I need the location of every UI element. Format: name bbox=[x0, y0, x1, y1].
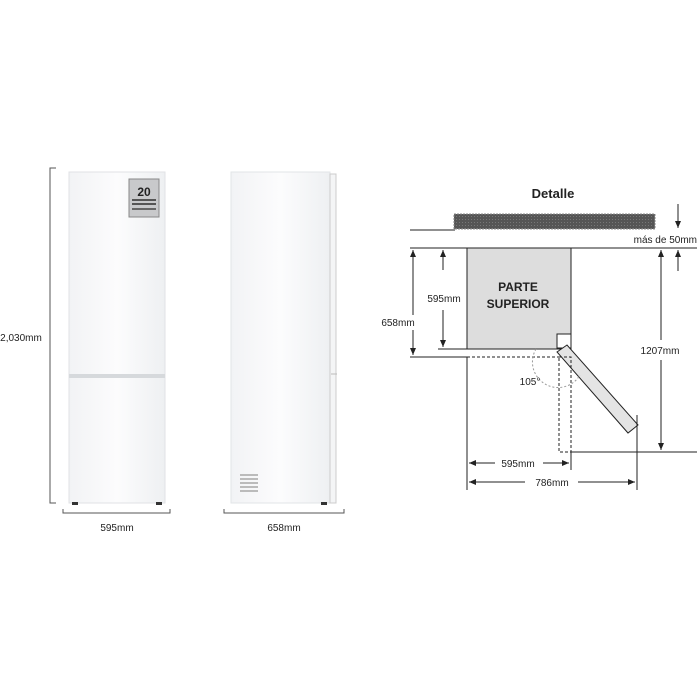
vent-grille-icon bbox=[240, 474, 258, 492]
wall-hatch bbox=[453, 213, 656, 230]
height-label: 2,030mm bbox=[0, 333, 42, 344]
closed-door-outline bbox=[558, 356, 572, 453]
energy-badge bbox=[128, 178, 160, 218]
open-door bbox=[556, 344, 639, 434]
door-divider bbox=[69, 374, 165, 378]
width-label: 595mm bbox=[501, 459, 534, 470]
clearance-label: más de 50mm bbox=[634, 235, 697, 246]
fridge-top-box bbox=[466, 247, 572, 350]
front-view: 2,030mm 20 595mm bbox=[0, 167, 171, 534]
fridge-front bbox=[68, 171, 166, 504]
angle-label: 105° bbox=[520, 377, 541, 388]
body-depth-label: 595mm bbox=[427, 294, 460, 305]
side-view: 658mm bbox=[223, 171, 345, 534]
open-width-label: 786mm bbox=[535, 478, 568, 489]
detail-title: Detalle bbox=[532, 186, 575, 201]
door-edge bbox=[329, 173, 337, 504]
detail-plan: Detalle más de 50mm PARTE SUPERIOR 105° … bbox=[381, 186, 697, 490]
height-bracket bbox=[49, 167, 56, 504]
badge-text: 20 bbox=[137, 185, 151, 199]
fridge-side bbox=[230, 171, 331, 504]
width-bracket bbox=[62, 509, 171, 514]
box-label-1: PARTE bbox=[498, 280, 538, 294]
depth-bracket bbox=[223, 509, 345, 514]
front-width-label: 595mm bbox=[100, 523, 133, 534]
foot bbox=[72, 502, 78, 505]
hinge bbox=[556, 333, 572, 349]
total-depth-label: 658mm bbox=[381, 318, 414, 329]
side-depth-label: 658mm bbox=[267, 523, 300, 534]
box-label-2: SUPERIOR bbox=[487, 297, 550, 311]
open-depth-label: 1207mm bbox=[641, 346, 680, 357]
foot bbox=[156, 502, 162, 505]
